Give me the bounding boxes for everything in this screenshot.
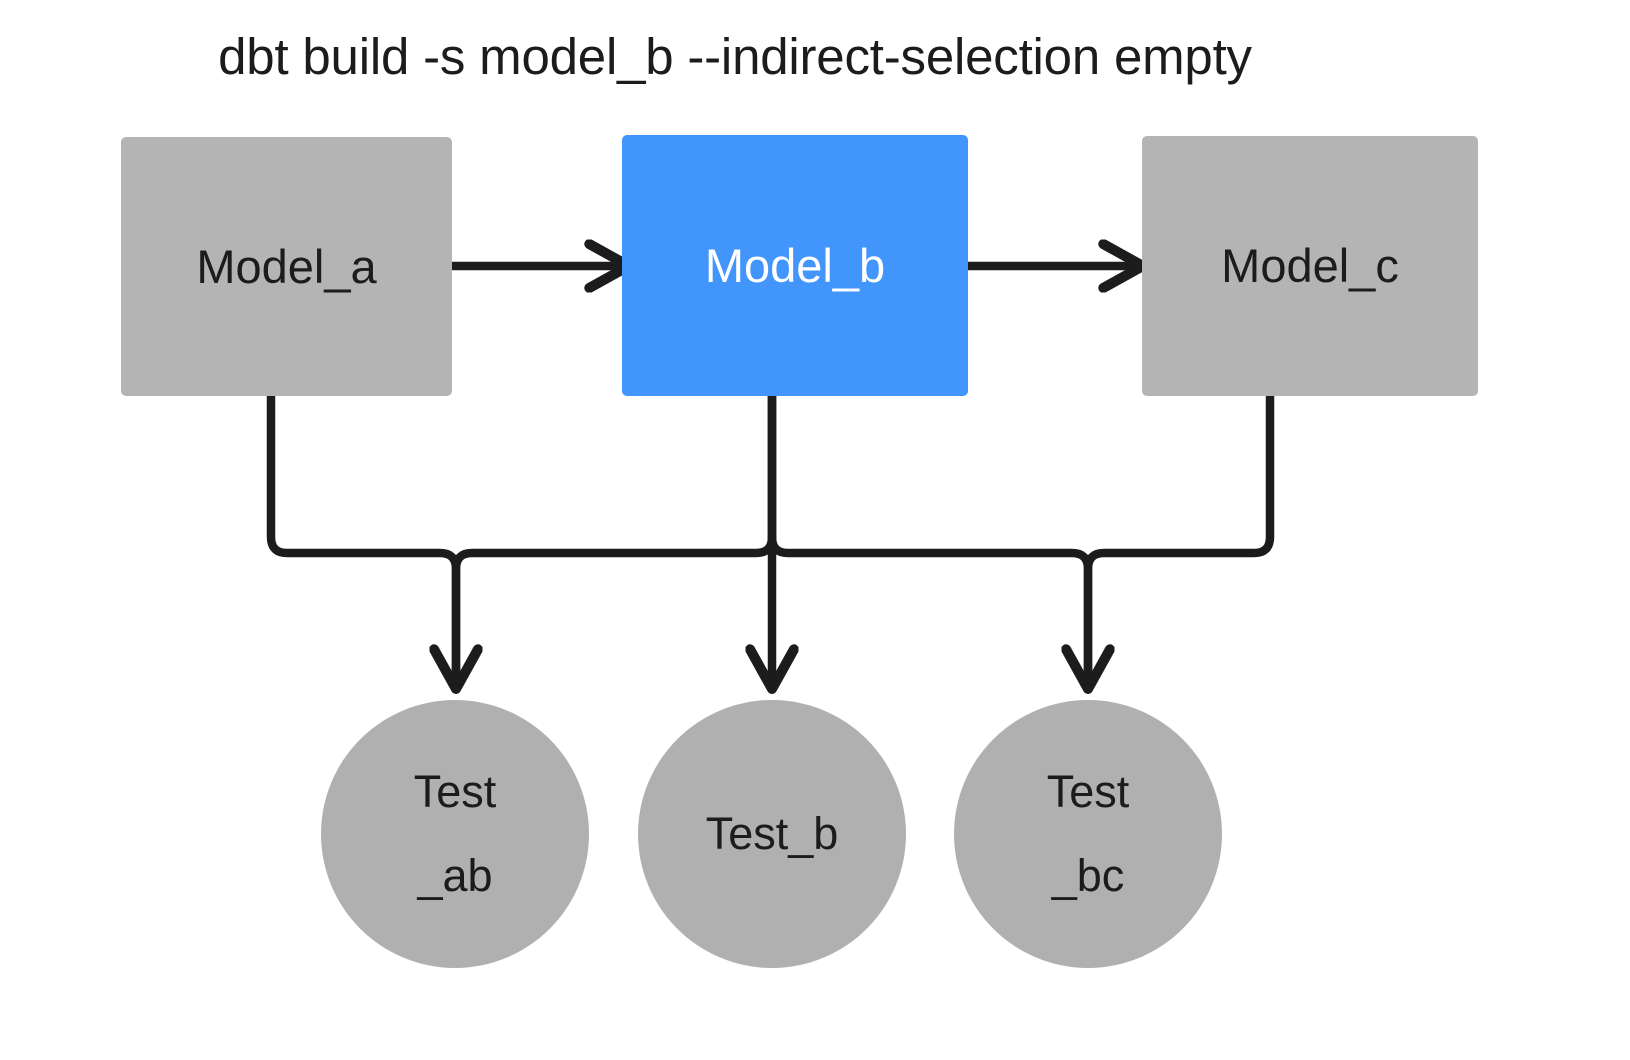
node-test-bc-label-line1: Test: [1046, 766, 1130, 817]
node-test-ab[interactable]: Test _ab: [321, 700, 589, 968]
edge-model-b-to-test-bc: [767, 396, 1088, 688]
node-test-ab-label-line1: Test: [413, 766, 497, 817]
node-model-a[interactable]: Model_a: [121, 137, 452, 396]
node-test-bc[interactable]: Test _bc: [954, 700, 1222, 968]
node-model-b-label: Model_b: [704, 238, 886, 292]
edge-model-b-to-test-ab: [451, 396, 777, 688]
node-model-c-label: Model_c: [1221, 239, 1399, 292]
node-test-b[interactable]: Test_b: [638, 700, 906, 968]
node-test-ab-label-line2: _ab: [417, 850, 493, 901]
node-model-b[interactable]: Model_b: [622, 135, 968, 396]
node-test-bc-label-line2: _bc: [1051, 850, 1125, 901]
node-model-c[interactable]: Model_c: [1142, 136, 1478, 396]
edge-model-a-to-test-ab: [266, 396, 456, 688]
edge-model-c-to-test-bc: [1083, 396, 1275, 688]
node-model-a-label: Model_a: [196, 239, 377, 293]
diagram-title: dbt build -s model_b --indirect-selectio…: [218, 28, 1252, 85]
node-test-b-label-line1: Test_b: [705, 808, 839, 859]
